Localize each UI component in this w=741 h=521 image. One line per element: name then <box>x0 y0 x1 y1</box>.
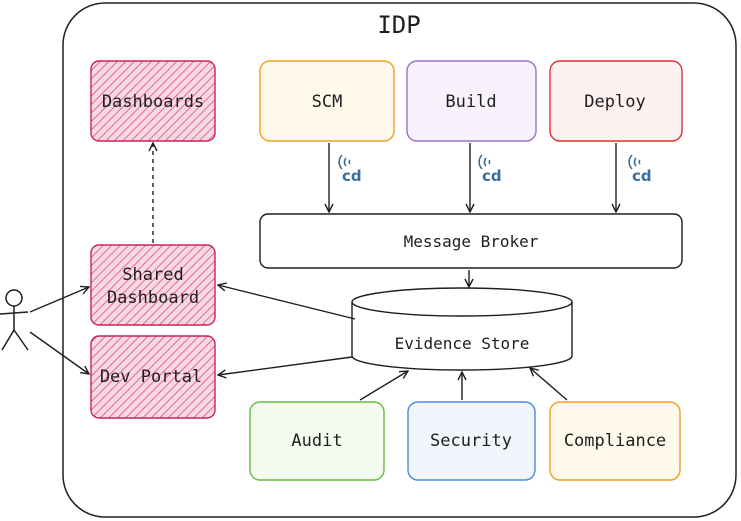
build-node: Build <box>406 60 537 142</box>
security-label: Security <box>430 431 512 451</box>
edge-actor-to-dev-portal <box>29 331 89 374</box>
cd-events-icon: cd <box>628 154 652 185</box>
dashboards-label: Dashboards <box>102 92 204 112</box>
message-broker-label: Message Broker <box>404 232 539 251</box>
cd-events-icon: cd <box>338 154 362 185</box>
scm-node: SCM <box>259 60 395 142</box>
security-node: Security <box>407 401 536 481</box>
dev-portal-node: Dev Portal <box>90 335 216 419</box>
svg-text:cd: cd <box>482 167 502 185</box>
shared-dashboard-node: Shared Dashboard <box>90 244 216 326</box>
shared-dashboard-label-line2: Dashboard <box>107 288 199 308</box>
evidence-store-node: Evidence Store <box>351 287 573 371</box>
svg-text:cd: cd <box>342 167 362 185</box>
edge-evidence-to-dev-portal <box>218 356 353 375</box>
deploy-label: Deploy <box>584 92 645 112</box>
edge-actor-to-shared-dashboard <box>29 287 89 313</box>
dashboards-node: Dashboards <box>90 60 216 142</box>
idp-container <box>62 2 737 518</box>
message-broker-node: Message Broker <box>259 213 683 269</box>
audit-node: Audit <box>249 401 385 481</box>
edge-audit-to-evidence <box>359 371 408 401</box>
evidence-store-label: Evidence Store <box>395 334 530 353</box>
deploy-node: Deploy <box>549 60 683 142</box>
svg-text:cd: cd <box>632 167 652 185</box>
compliance-node: Compliance <box>549 401 681 481</box>
idp-title: IDP <box>377 11 420 39</box>
shared-dashboard-label-line1: Shared <box>122 265 183 285</box>
build-label: Build <box>445 92 496 112</box>
actor-icon <box>0 289 29 351</box>
edge-evidence-to-shared-dashboard <box>218 285 356 320</box>
edge-compliance-to-evidence <box>530 368 568 401</box>
compliance-label: Compliance <box>564 431 666 451</box>
cd-events-icon: cd <box>478 154 502 185</box>
dev-portal-label: Dev Portal <box>100 367 202 387</box>
audit-label: Audit <box>291 431 342 451</box>
scm-label: SCM <box>312 92 343 112</box>
